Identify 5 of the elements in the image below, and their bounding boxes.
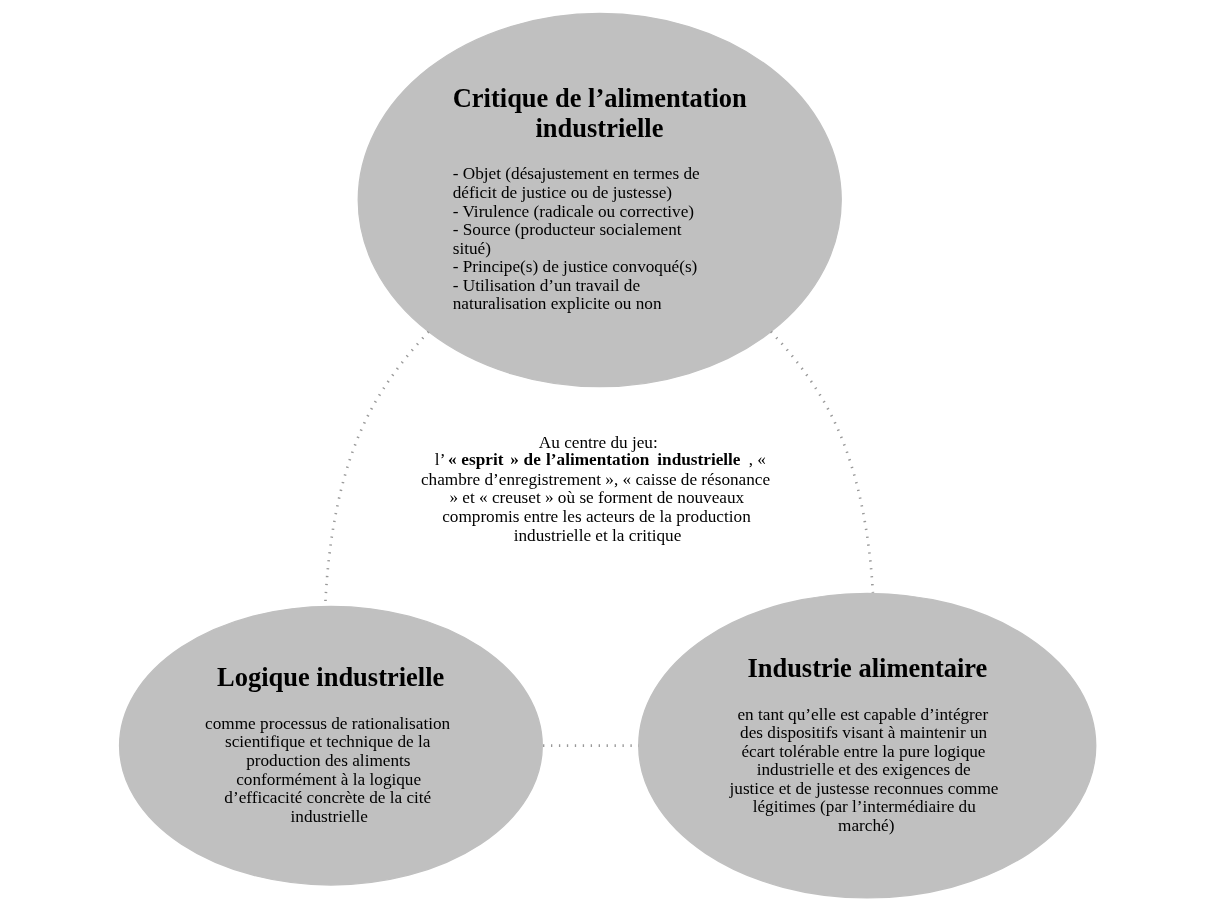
node-ellipse: Logique industrielle comme processus de rationalisation scientifique et technique de la production des aliments conformément à la logique d’efficacité concrète de la cité industrielle: [118, 605, 543, 886]
node-ellipse: Industrie alimentaire en tant qu’elle est capable d’intégrer des dispositifs visant à maintenir un écart tolérable entre la pure logique industrielle et des exigences de justice et de justesse reconnues comme légitimes (par l’intermédiaire du marché): [638, 592, 1097, 899]
connector: [770, 330, 875, 593]
node-ellipse: Critique de l’alimentation industrielle - Objet (désajustement en termes de déficit de justice ou de justesse) - Virulence (radicale ou corrective) - Source (producteur socialement situé) - Principe(s) de justice convoqué(s) - Utilisation d’un travail de naturalisation explicite ou non: [357, 12, 842, 388]
label: Au centre du jeu:: [538, 432, 658, 452]
